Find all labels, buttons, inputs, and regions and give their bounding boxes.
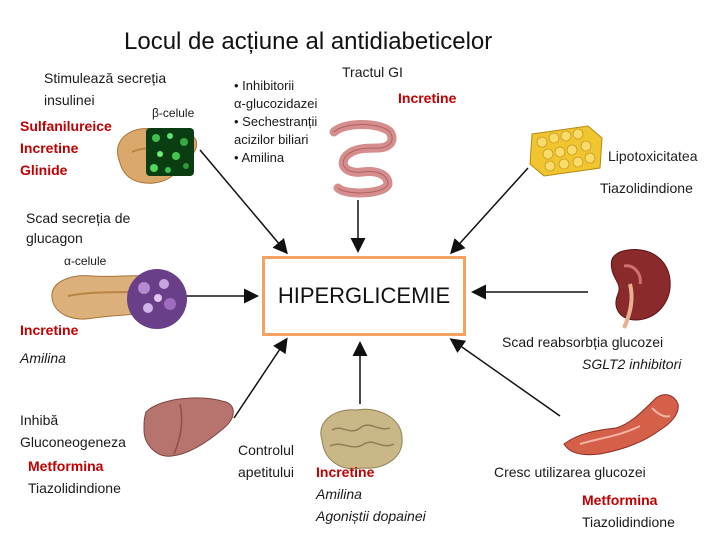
alpha-cell-micrograph-icon xyxy=(127,269,187,329)
liver-image xyxy=(143,397,234,457)
alpha-glucagon-label: glucagon xyxy=(26,230,83,246)
muscle-arm-image xyxy=(563,394,679,456)
hyperglycemia-box: HIPERGLICEMIE xyxy=(262,256,466,336)
gi-item-4: acizilor biliari xyxy=(234,132,309,147)
gi-tract-header: Tractul GI xyxy=(342,64,403,80)
liver-gluconeogenesis-label: Gluconeogeneza xyxy=(20,434,126,450)
arrow-muscle xyxy=(449,338,561,417)
beta-cell-label: β-celule xyxy=(152,106,195,120)
page-title: Locul de acțiune al antidiabeticelor xyxy=(124,28,493,55)
drug-dopamine-agonists: Agoniștii dopainei xyxy=(316,508,426,524)
drug-incretins-beta: Incretine xyxy=(20,140,79,156)
gi-item-3: • Sechestranții xyxy=(234,114,318,129)
drug-thiazolidinediones-muscle: Tiazolidindione xyxy=(582,514,675,530)
beta-cell-micrograph-icon xyxy=(146,128,194,176)
drug-incretins-gi: Incretine xyxy=(398,90,457,106)
arrow-beta xyxy=(199,149,288,255)
drug-glinides: Glinide xyxy=(20,162,68,178)
drug-thiazolidinediones-fat: Tiazolidindione xyxy=(600,180,693,196)
brain-control-label: Controlul xyxy=(238,442,295,458)
alpha-reduce-label: Scad secreția de xyxy=(26,210,131,226)
beta-stimulates-label: Stimulează secreția xyxy=(44,70,167,86)
kidney-reduce-reabsorption-label: Scad reabsorbția glucozei xyxy=(502,334,664,350)
drug-sglt2-inhibitors: SGLT2 inhibitori xyxy=(582,356,682,372)
brain-image xyxy=(320,408,403,470)
alpha-cell-label: α-celule xyxy=(64,254,107,268)
muscle-increase-utilization-label: Cresc utilizarea glucozei xyxy=(494,464,646,480)
adipose-tissue-image xyxy=(529,125,603,177)
drug-metformin-muscle: Metformina xyxy=(582,492,658,508)
brain-appetite-label: apetitului xyxy=(238,464,295,480)
drug-incretins-brain: Incretine xyxy=(316,464,375,480)
gi-item-1: • Inhibitorii xyxy=(234,78,295,93)
drug-sulfonylureas: Sulfanilureice xyxy=(20,118,112,134)
intestines-image xyxy=(329,120,397,198)
gi-item-2: α-glucozidazei xyxy=(234,96,318,111)
liver-inhibits-label: Inhibă xyxy=(20,412,59,428)
drug-metformin-liver: Metformina xyxy=(28,458,104,474)
gi-item-5: • Amilina xyxy=(234,150,285,165)
drug-amylin-brain: Amilina xyxy=(316,486,362,502)
beta-insulin-label: insulinei xyxy=(44,92,95,108)
drug-incretins-alpha: Incretine xyxy=(20,322,79,338)
arrow-fat xyxy=(449,167,529,255)
kidney-image xyxy=(610,249,671,329)
drug-amylin-alpha: Amilina xyxy=(20,350,66,366)
lipotoxicity-label: Lipotoxicitatea xyxy=(608,148,698,164)
drug-thiazolidinediones-liver: Tiazolidindione xyxy=(28,480,121,496)
arrow-liver xyxy=(233,337,288,419)
